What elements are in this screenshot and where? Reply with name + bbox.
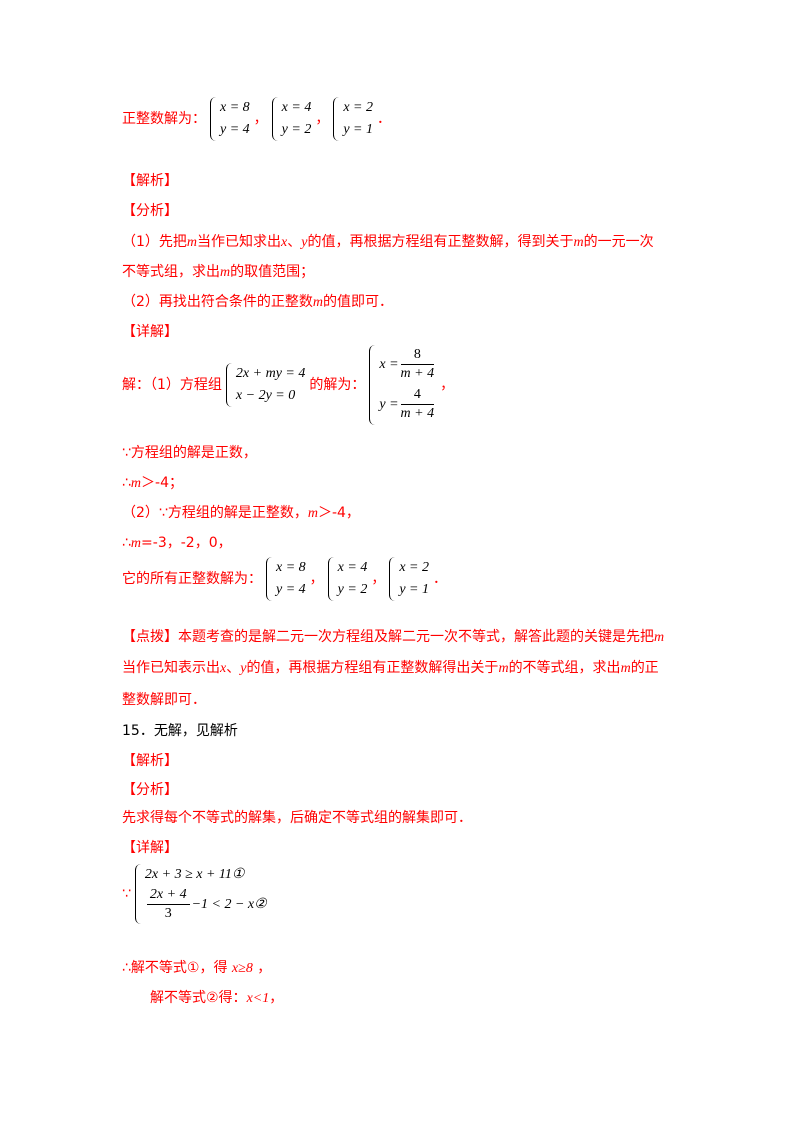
part-2-line: （2）∵方程组的解是正整数，m＞-4， [122, 505, 360, 521]
solutions-label: 正整数解为： [122, 111, 206, 127]
analysis-line-3: （2）再找出符合条件的正整数m的值即可． [122, 294, 394, 310]
q15-step-2: 解不等式②得：x<1， [150, 990, 284, 1006]
because-line: ∵方程组的解是正数， [122, 445, 257, 461]
analysis-line-2: 不等式组，求出m的取值范围； [122, 264, 315, 280]
dianbo-line-2: 当作已知表示出x、y的值，再根据方程组有正整数解得出关于m的不等式组，求出m的正 [122, 660, 659, 676]
section-jiexi: 【解析】 [122, 173, 178, 189]
q15-analysis: 先求得每个不等式的解集，后确定不等式组的解集即可． [122, 810, 472, 826]
dianbo-line-3: 整数解即可． [122, 692, 206, 708]
q15-section-xiangjie: 【详解】 [122, 840, 178, 856]
section-xiangjie: 【详解】 [122, 324, 178, 340]
analysis-line-1: （1）先把m当作已知求出x、y的值，再根据方程组有正整数解，得到关于m的一元一次 [122, 234, 654, 250]
q15-answer: 15．无解，见解析 [122, 723, 238, 739]
q15-section-jiexi: 【解析】 [122, 753, 178, 769]
therefore-line-1: ∴m＞-4； [122, 475, 184, 491]
q15-section-fenxi: 【分析】 [122, 782, 178, 798]
section-fenxi: 【分析】 [122, 203, 178, 219]
q15-step-1: ∴解不等式①，得 x≥8 ， [122, 960, 272, 976]
therefore-line-2: ∴m=-3，-2，0， [122, 535, 232, 551]
dianbo-line-1: 【点拨】本题考查的是解二元一次方程组及解二元一次不等式，解答此题的关键是先把m [122, 629, 665, 645]
